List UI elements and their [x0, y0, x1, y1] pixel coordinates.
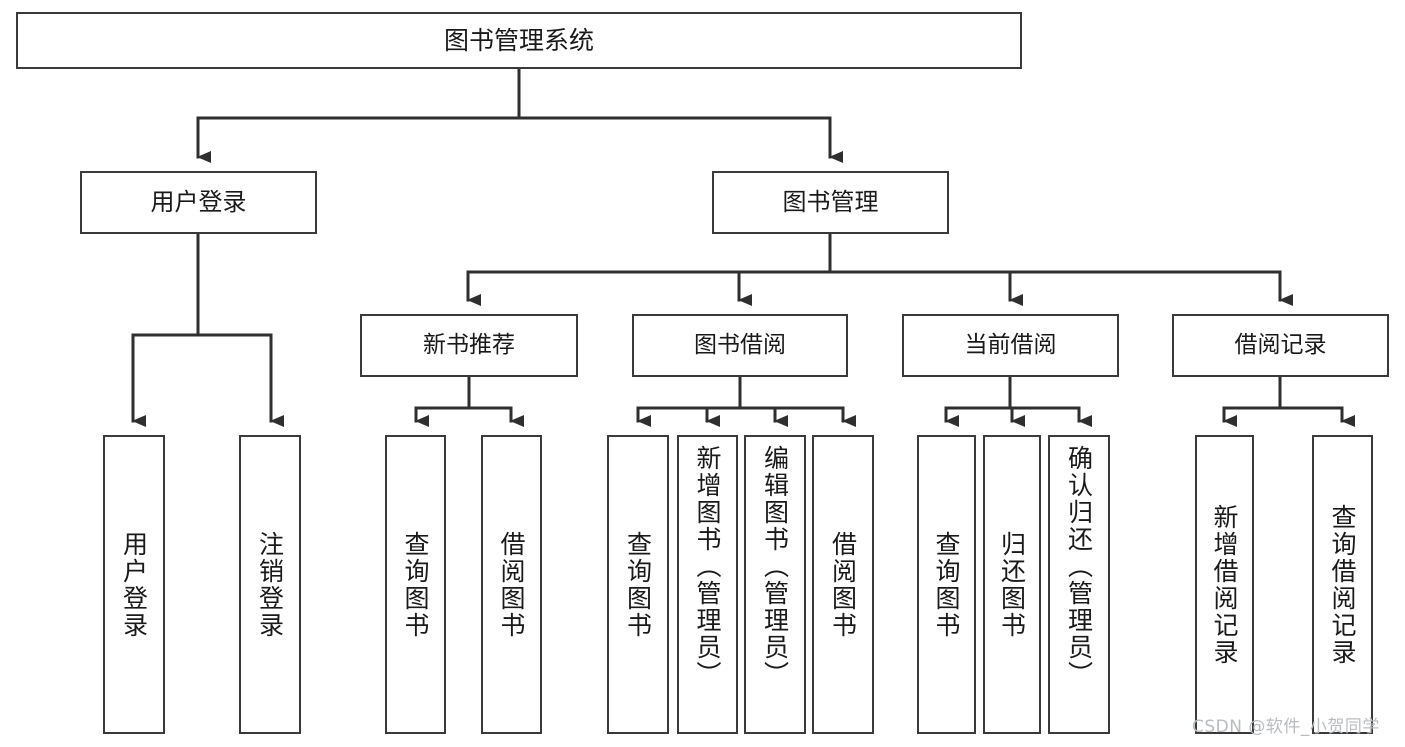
node-level1-label: 用户登录 [150, 187, 247, 216]
watermark: CSDN @软件_小贺同学 [1192, 717, 1380, 737]
node-leaf[interactable]: 查询图书 [385, 435, 446, 734]
node-leaf[interactable]: 查询图书 [917, 435, 976, 734]
node-level1-label: 图书管理 [782, 187, 879, 216]
node-leaf-label: 新增图书（管理员） [693, 445, 722, 688]
node-leaf-label: 新增借阅记录 [1210, 503, 1239, 666]
node-leaf-label: 查询图书 [932, 530, 961, 639]
node-root-label: 图书管理系统 [443, 26, 594, 55]
node-level1[interactable]: 图书管理 [712, 171, 949, 234]
node-leaf[interactable]: 确认归还（管理员） [1048, 435, 1110, 734]
node-leaf[interactable]: 归还图书 [983, 435, 1041, 734]
node-level2[interactable]: 图书借阅 [632, 314, 848, 377]
node-leaf[interactable]: 新增借阅记录 [1195, 435, 1254, 734]
node-level2[interactable]: 新书推荐 [360, 314, 578, 377]
node-leaf-label: 确认归还（管理员） [1064, 445, 1094, 688]
node-leaf[interactable]: 编辑图书（管理员） [744, 435, 806, 734]
node-leaf[interactable]: 查询图书 [607, 435, 669, 734]
node-leaf-label: 借阅图书 [828, 530, 858, 639]
node-level2[interactable]: 当前借阅 [902, 314, 1119, 377]
node-leaf-label: 查询图书 [401, 530, 430, 639]
node-leaf-label: 借阅图书 [497, 530, 526, 639]
node-root[interactable]: 图书管理系统 [16, 12, 1022, 69]
node-leaf-label: 编辑图书（管理员） [760, 445, 790, 688]
node-leaf[interactable]: 查询借阅记录 [1312, 435, 1373, 734]
node-level2-label: 当前借阅 [964, 332, 1057, 359]
node-leaf-label: 查询图书 [623, 530, 653, 639]
node-leaf[interactable]: 用户登录 [103, 435, 165, 734]
node-level1[interactable]: 用户登录 [80, 171, 317, 234]
node-leaf-label: 归还图书 [997, 530, 1027, 639]
node-leaf-label: 用户登录 [119, 530, 149, 639]
node-leaf[interactable]: 注销登录 [239, 435, 301, 734]
node-level2-label: 新书推荐 [423, 332, 515, 359]
node-leaf[interactable]: 借阅图书 [812, 435, 874, 734]
node-level2-label: 图书借阅 [694, 332, 786, 359]
node-leaf[interactable]: 新增图书（管理员） [677, 435, 738, 734]
node-level2-label: 借阅记录 [1234, 332, 1327, 359]
node-level2[interactable]: 借阅记录 [1172, 314, 1389, 377]
node-leaf-label: 注销登录 [255, 530, 285, 639]
node-leaf-label: 查询借阅记录 [1328, 503, 1357, 666]
node-leaf[interactable]: 借阅图书 [481, 435, 542, 734]
